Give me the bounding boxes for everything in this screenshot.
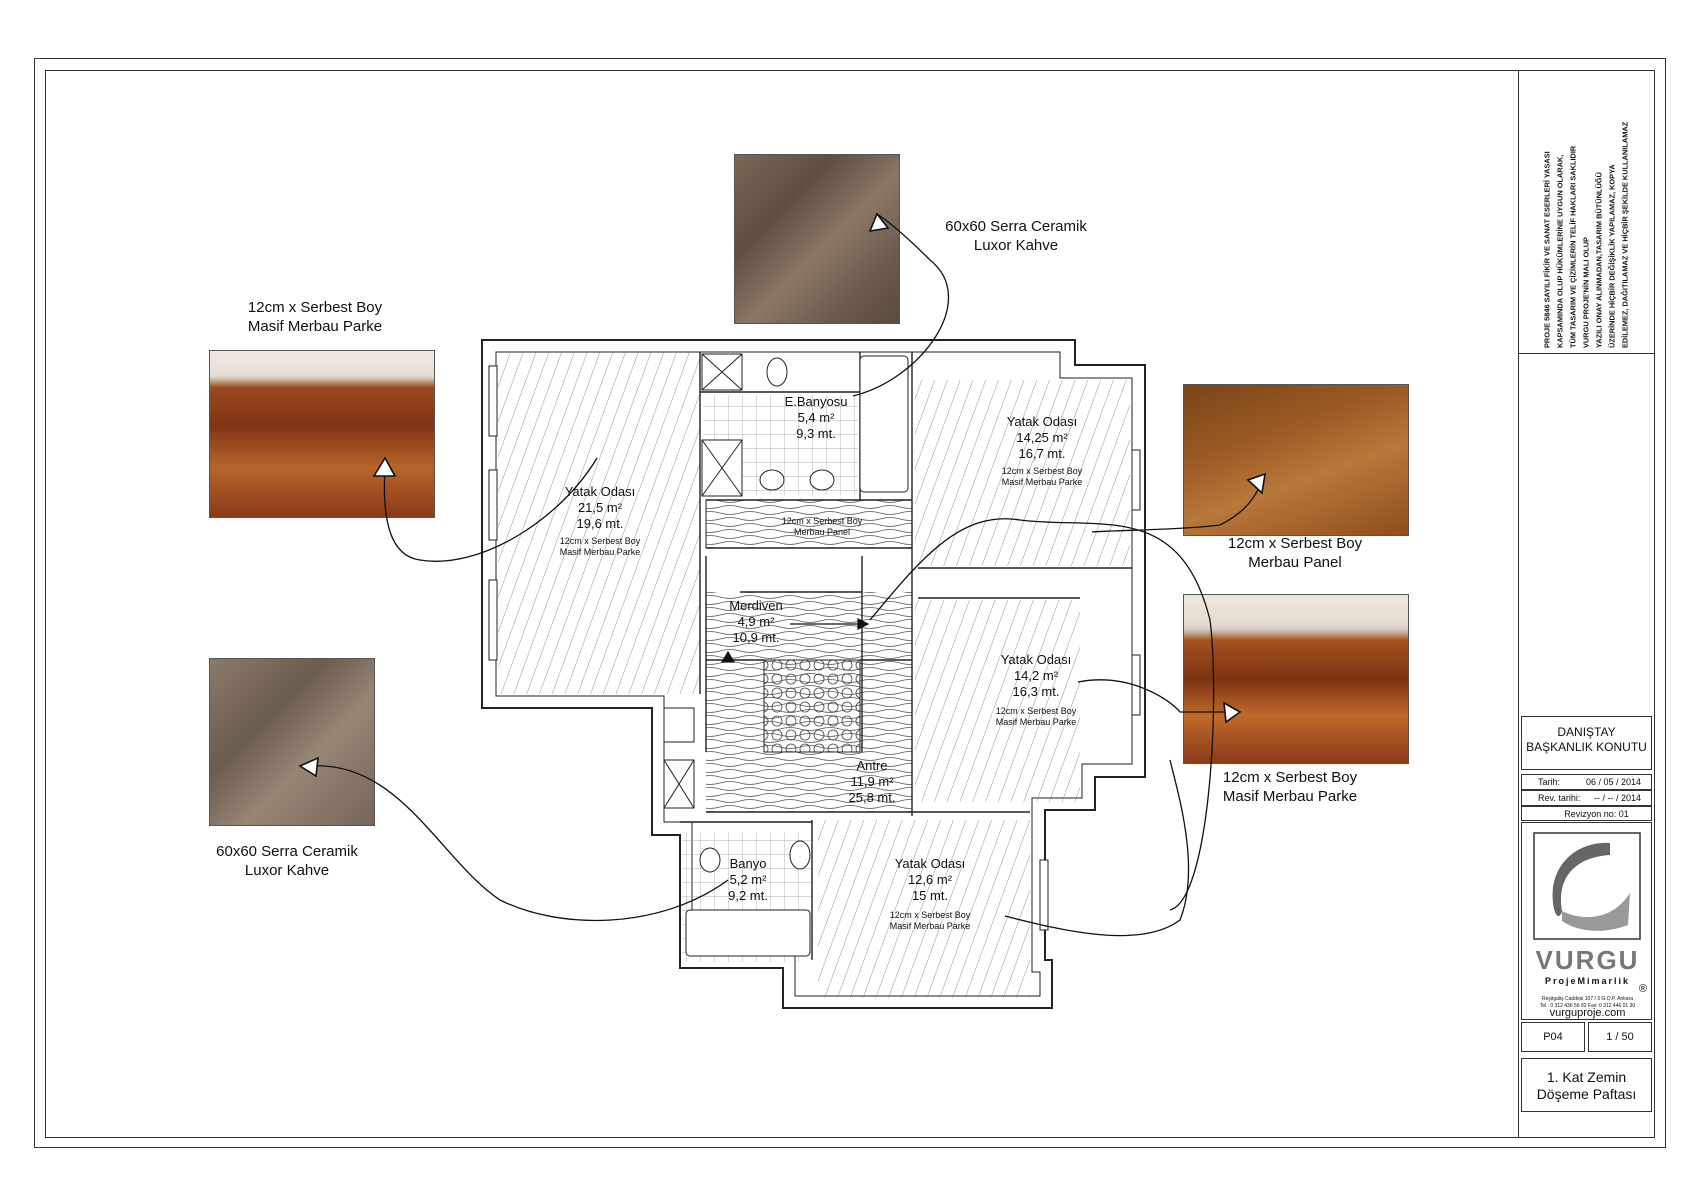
yatak4-floor1: 12cm x Serbest Boy — [890, 910, 971, 920]
yatak4-perimeter: 15 mt. — [912, 888, 948, 903]
banyo-name: Banyo — [730, 856, 767, 871]
ebanyo-perimeter: 9,3 mt. — [796, 426, 836, 441]
room-yatak4-floor — [818, 820, 1030, 998]
revision-row: Revizyon no: 01 — [1521, 806, 1652, 821]
antre-floor — [706, 752, 912, 812]
yatak4-floor2: Masif Merbau Parke — [890, 921, 971, 931]
yatak4-name: Yatak Odası — [895, 856, 966, 871]
banyo-perimeter: 9,2 mt. — [728, 888, 768, 903]
yatak1-floor1: 12cm x Serbest Boy — [560, 536, 641, 546]
address-line: Reşitgaliş Caddesi 107 / 3 G.O.P. Ankara — [1541, 996, 1634, 1002]
yatak2-floor2: Masif Merbau Parke — [1002, 477, 1083, 487]
yatak3-floor1: 12cm x Serbest Boy — [996, 706, 1077, 716]
parke-swatch-left — [209, 350, 435, 518]
yatak1-area: 21,5 m² — [578, 500, 623, 515]
yatak1-name: Yatak Odası — [565, 484, 636, 499]
merdiven-name: Merdiven — [729, 598, 782, 613]
yatak2-floor1: 12cm x Serbest Boy — [1002, 466, 1083, 476]
antre-area: 11,9 m² — [850, 774, 894, 789]
sheet-title-box: 1. Kat Zemin Döşeme Paftası — [1521, 1058, 1652, 1112]
ceramic-swatch-top — [734, 154, 900, 324]
yatak4-area: 12,6 m² — [908, 872, 953, 887]
yatak1-perimeter: 19,6 mt. — [577, 516, 624, 531]
koridor-floor1: 12cm x Serbest Boy — [782, 516, 863, 526]
yatak1-floor2: Masif Merbau Parke — [560, 547, 641, 557]
yatak2-name: Yatak Odası — [1007, 414, 1078, 429]
client-box: DANIŞTAY BAŞKANLIK KONUTU — [1521, 716, 1652, 770]
ceramic-swatch-left — [209, 658, 375, 826]
website-link[interactable]: vurguproje.com — [1549, 1007, 1626, 1019]
yatak3-perimeter: 16,3 mt. — [1013, 684, 1060, 699]
ebanyo-area: 5,4 m² — [798, 410, 836, 425]
antre-perimeter: 25,8 mt. — [849, 790, 896, 805]
title-block — [1518, 70, 1655, 1138]
merdiven-area: 4,9 m² — [738, 614, 776, 629]
logo-wordmark: VURGU — [1535, 945, 1640, 975]
yatak2-area: 14,25 m² — [1016, 430, 1068, 445]
yatak3-area: 14,2 m² — [1014, 668, 1059, 683]
yatak2-perimeter: 16,7 mt. — [1019, 446, 1066, 461]
logo-subtitle: ProjeMimarlik — [1544, 976, 1631, 986]
ebanyo-name: E.Banyosu — [785, 394, 848, 409]
phone-line: Tel : 0 312 436 56 82 Fax: 0 312 446 01 … — [1539, 1003, 1636, 1009]
room-yatak3-floor — [915, 600, 1080, 802]
panel-swatch-right — [1183, 384, 1409, 536]
merdiven-perimeter: 10,9 mt. — [733, 630, 780, 645]
date-row: Tarih: 06 / 05 / 2014 — [1521, 774, 1652, 790]
revision-date-row: Rev. tarihi: -- / -- / 2014 — [1521, 790, 1652, 806]
sheet-code-box: P04 — [1521, 1022, 1585, 1052]
logo-box: VURGU ProjeMimarlik ® Reşitgaliş Caddesi… — [1521, 822, 1652, 1020]
room-yatak2-floor — [915, 380, 1130, 566]
antre-name: Antre — [856, 758, 887, 773]
copyright-notice: PROJE 5846 SAYILI FİKİR VE SANAT ESERLER… — [1518, 72, 1655, 354]
room-yatak1-floor — [498, 352, 700, 694]
yatak3-name: Yatak Odası — [1001, 652, 1072, 667]
registered-mark: ® — [1638, 983, 1647, 995]
koridor-floor2: Merbau Panel — [794, 527, 850, 537]
yatak3-floor2: Masif Merbau Parke — [996, 717, 1077, 727]
antre-pattern — [763, 659, 861, 753]
banyo-area: 5,2 m² — [730, 872, 768, 887]
sheet-outer-border — [34, 58, 1666, 1148]
vurgu-logo-icon — [1533, 832, 1641, 940]
scale-box: 1 / 50 — [1588, 1022, 1652, 1052]
koridor-panel-floor — [705, 499, 913, 549]
sheet-inner-border — [45, 70, 1655, 1138]
parke-swatch-right — [1183, 594, 1409, 764]
